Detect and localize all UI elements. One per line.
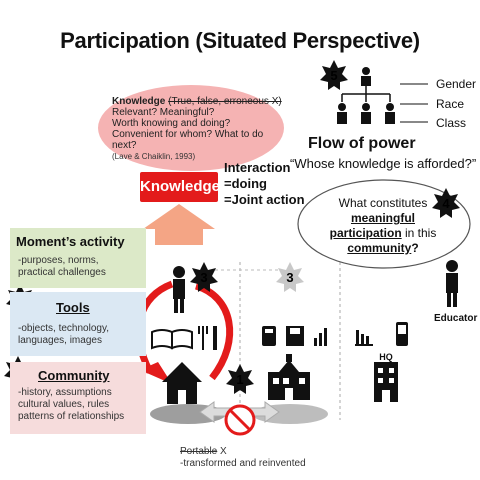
knowledge-line-1: Relevant? Meaningful? [112, 107, 215, 118]
thought-line-1: What constitutes [338, 196, 428, 210]
moments-activity-body: -purposes, norms, practical challenges [18, 255, 146, 279]
knowledge-box: Knowledge [140, 172, 220, 202]
tools-body-1: -objects, technology, [18, 323, 109, 334]
category-class: Class [436, 116, 467, 130]
thought-in-this: in this [401, 226, 437, 240]
flow-of-power-question: “Whose knowledge is afforded?” [290, 156, 477, 171]
moments-activity-heading: Moment’s activity [16, 234, 125, 249]
badge-3-faded: 3 [276, 262, 304, 292]
badge-4: 4 [432, 188, 460, 218]
knife-icon [213, 326, 217, 350]
badge-1-label: 1 [236, 372, 243, 387]
moment-body-2: practical challenges [18, 267, 106, 278]
community-body-3: patterns of relationships [18, 411, 125, 422]
interaction-text: Interaction =doing =Joint action [224, 160, 305, 208]
knowledge-heading: Knowledge [112, 96, 166, 107]
tools-panel: Tools -objects, technology, languages, i… [10, 292, 146, 356]
badge-5: 5 [320, 60, 348, 90]
cycle-arrow-right [194, 282, 234, 381]
cycle-arrow-head [140, 362, 172, 384]
educator-label: Educator [434, 313, 478, 324]
phone-icon [396, 322, 408, 346]
community-body-2: cultural values, rules [18, 399, 110, 410]
school-icon [268, 354, 310, 400]
community-body-1: -history, assumptions [18, 387, 112, 398]
portable-x: X [220, 446, 227, 457]
house-icon [162, 362, 202, 404]
category-race: Race [436, 97, 465, 111]
community-panel: Community -history, assumptions cultural… [10, 362, 146, 434]
badge-4-label: 4 [442, 196, 450, 211]
badge-1: 1 [226, 364, 254, 394]
badge-3: 3 [190, 262, 218, 292]
book-icon [151, 329, 193, 350]
community-body: -history, assumptions cultural values, r… [18, 387, 146, 423]
badge-3-faded-label: 3 [286, 270, 293, 285]
interaction-line-2: =doing [224, 176, 267, 191]
knowledge-struck: (True, false, erroneous X) [168, 96, 282, 107]
floppy-icon [286, 326, 304, 346]
knowledge-line-3: Convenient for whom? What to do next? [112, 129, 264, 151]
portable-struck: Portable [180, 446, 218, 457]
moments-activity-panel: Moment’s activity -purposes, norms, prac… [10, 228, 146, 288]
tools-heading: Tools [56, 300, 90, 315]
knowledge-bubble-text: Knowledge (True, false, erroneous X) Rel… [112, 96, 282, 162]
moment-body-1: -purposes, norms, [18, 255, 99, 266]
tools-body: -objects, technology, languages, images [18, 323, 146, 347]
flow-of-power-title: Flow of power [308, 135, 416, 152]
hierarchy-icon [337, 67, 428, 124]
thought-q: ? [411, 241, 419, 255]
knowledge-citation: (Lave & Chaiklin, 1993) [112, 152, 196, 161]
thought-bubble-text: What constitutes meaningful participatio… [318, 196, 448, 256]
tools-body-2: languages, images [18, 335, 102, 346]
interaction-line-3: =Joint action [224, 192, 305, 207]
badge-5-label: 5 [330, 68, 337, 83]
portable-line-2: -transformed and reinvented [180, 458, 306, 469]
hq-building-icon [374, 362, 398, 402]
interaction-line-1: Interaction [224, 160, 291, 175]
bar-chart-icon [314, 328, 327, 346]
page-title: Participation (Situated Perspective) [60, 28, 420, 53]
up-arrow [143, 204, 215, 245]
community-heading: Community [38, 368, 110, 383]
knowledge-bubble [98, 85, 284, 171]
thought-participation: participation [329, 226, 402, 240]
educator-icon [446, 260, 458, 307]
fork-icon [198, 326, 208, 350]
category-gender: Gender [436, 77, 477, 91]
learner-icon [173, 266, 185, 313]
portable-note: Portable X -transformed and reinvented [180, 446, 306, 470]
chart-report-icon [355, 330, 373, 346]
thought-meaningful: meaningful [350, 211, 415, 225]
knowledge-line-2: Worth knowing and doing? [112, 118, 231, 129]
thought-community: community [347, 241, 412, 255]
badge-3-label: 3 [200, 270, 207, 285]
calculator-icon [262, 326, 276, 346]
thought-bubble [297, 179, 471, 269]
hq-label: HQ [379, 352, 393, 362]
